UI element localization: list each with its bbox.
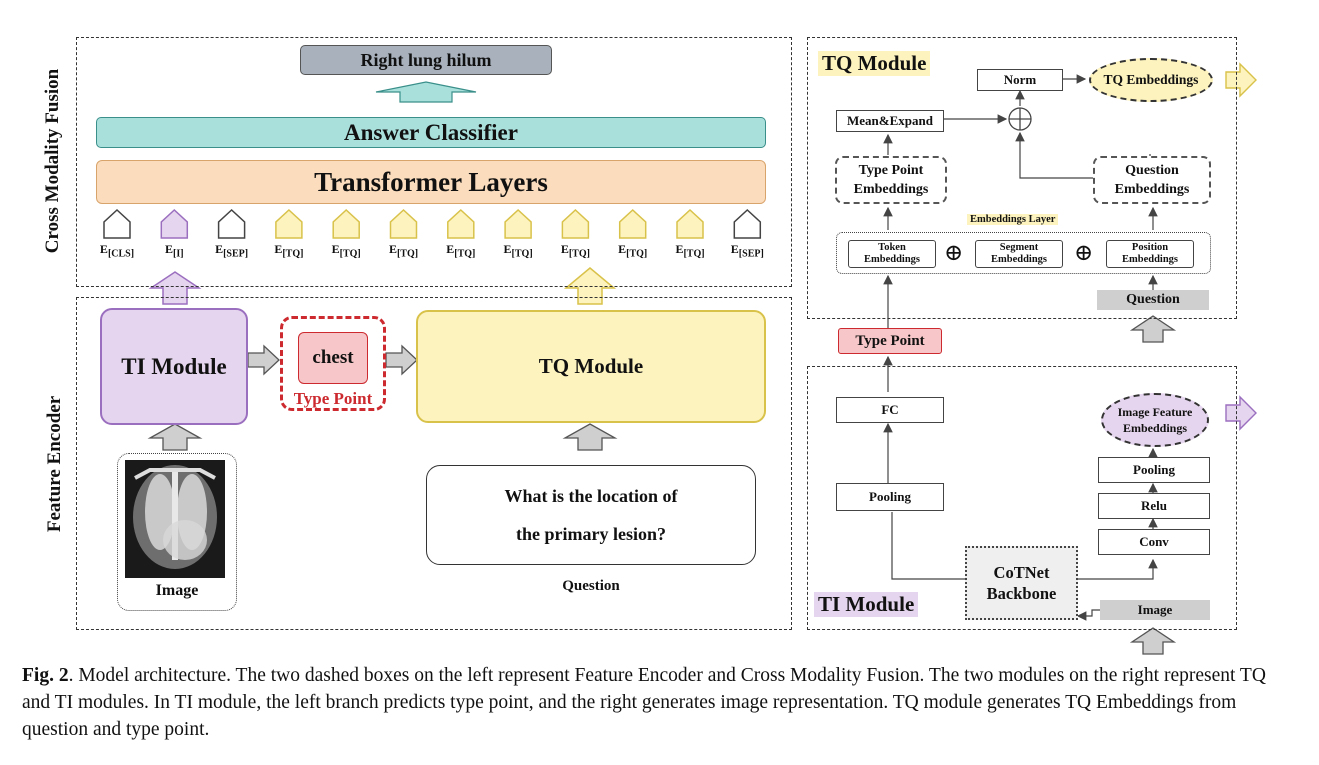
token-embeddings-box: Token Embeddings — [848, 240, 936, 268]
question-up-arrow — [562, 423, 618, 451]
ti-to-chest-arrow — [247, 344, 280, 376]
cross-modality-fusion-panel — [76, 37, 792, 287]
tq-module-panel — [807, 37, 1237, 319]
token-pentagon — [332, 208, 360, 239]
figure-caption: Fig. 2. Model architecture. The two dash… — [22, 662, 1292, 743]
answer-up-arrow — [375, 81, 477, 103]
embeddings-layer-label: Embeddings Layer — [967, 214, 1059, 225]
mean-expand-box: Mean&Expand — [836, 110, 944, 132]
tq-question-box: Question — [1097, 290, 1209, 310]
token-pentagon — [160, 208, 189, 239]
chest-to-tq-arrow — [385, 344, 418, 376]
ti-image-up-arrow — [1129, 627, 1177, 655]
question-label: Question — [562, 578, 620, 594]
relu-box: Relu — [1098, 493, 1210, 519]
token-label: E[TQ] — [560, 242, 590, 260]
token-pentagon — [676, 208, 704, 239]
image-up-arrow — [147, 423, 203, 451]
image-dotted-frame — [117, 453, 237, 611]
type-point-dashed-box — [280, 316, 386, 411]
conv-box: Conv — [1098, 529, 1210, 555]
token-pentagon — [217, 208, 246, 239]
answer-classifier-box: Answer Classifier — [96, 117, 766, 148]
token-pentagon — [733, 208, 762, 239]
question-line-2: the primary lesion? — [516, 524, 666, 544]
token-pentagon — [389, 208, 418, 239]
image-label: Image — [155, 582, 199, 599]
question-embeddings-box: Question Embeddings — [1093, 156, 1211, 204]
ti-module-title: TI Module — [814, 592, 919, 617]
token-label: E[TQ] — [675, 242, 705, 260]
cross-modality-fusion-label: Cross Modality Fusion — [42, 68, 63, 254]
question-box — [426, 465, 756, 565]
fc-box: FC — [836, 397, 944, 423]
type-point-label: Type Point — [293, 389, 373, 408]
caption-fig-label: Fig. 2 — [22, 665, 69, 686]
token-pentagon — [504, 208, 532, 239]
ti-out-arrow — [1225, 395, 1257, 431]
token-embeddings-line1: Token — [878, 242, 906, 253]
token-label: E[SEP] — [215, 242, 249, 260]
norm-box: Norm — [977, 69, 1063, 91]
token-pentagon — [561, 208, 590, 239]
question-embeddings-line1: Question — [1125, 163, 1179, 178]
answer-box: Right lung hilum — [300, 45, 552, 75]
token-embeddings-line2: Embeddings — [863, 254, 921, 265]
image-feature-line2: Embeddings — [1122, 421, 1188, 435]
ti-module-box: TI Module — [100, 308, 248, 425]
backbone-line2: Backbone — [986, 584, 1057, 603]
embeddings-layer-frame — [836, 232, 1211, 274]
feature-encoder-label: Feature Encoder — [44, 395, 65, 533]
position-embeddings-line2: Embeddings — [1121, 254, 1179, 265]
segment-embeddings-line1: Segment — [999, 242, 1039, 253]
token-label: E[TQ] — [331, 242, 361, 260]
tq-module-box: TQ Module — [416, 310, 766, 423]
tq-module-title: TQ Module — [818, 51, 931, 76]
tq-out-arrow — [1225, 62, 1257, 98]
question-line-1: What is the location of — [504, 486, 678, 506]
tq-embeddings-ellipse: TQ Embeddings — [1089, 58, 1213, 102]
token-pentagon — [275, 208, 303, 239]
token-label: E[I] — [165, 242, 184, 260]
type-point-embeddings-line1: Type Point — [858, 163, 924, 178]
ti-module-panel — [807, 366, 1237, 630]
chest-xray-image — [125, 460, 225, 578]
image-feature-embeddings-ellipse: Image Feature Embeddings — [1101, 393, 1209, 447]
type-point-embeddings-line2: Embeddings — [853, 182, 929, 197]
type-point-link-box: Type Point — [838, 328, 942, 354]
token-label: E[SEP] — [730, 242, 764, 260]
token-label: E[TQ] — [388, 242, 419, 260]
image-feature-line1: Image Feature — [1117, 405, 1193, 419]
token-label: E[TQ] — [274, 242, 304, 260]
token-label: E[CLS] — [99, 242, 135, 260]
token-pentagon — [447, 208, 475, 239]
token-label: E[TQ] — [503, 242, 533, 260]
question-embeddings-line2: Embeddings — [1114, 182, 1190, 197]
segment-embeddings-line2: Embeddings — [990, 254, 1048, 265]
pooling-left-box: Pooling — [836, 483, 944, 511]
chest-box: chest — [298, 332, 368, 384]
token-label: E[TQ] — [618, 242, 648, 260]
position-embeddings-line1: Position — [1131, 242, 1169, 253]
caption-text: . Model architecture. The two dashed box… — [22, 665, 1266, 740]
token-pentagons — [103, 208, 762, 239]
pooling-right-box: Pooling — [1098, 457, 1210, 483]
token-pentagon — [103, 208, 131, 239]
transformer-layers-box: Transformer Layers — [96, 160, 766, 204]
backbone-line1: CoTNet — [993, 563, 1050, 582]
cotnet-backbone-box: CoTNet Backbone — [965, 546, 1078, 620]
position-embeddings-box: Position Embeddings — [1106, 240, 1194, 268]
segment-embeddings-box: Segment Embeddings — [975, 240, 1063, 268]
ti-image-box: Image — [1100, 600, 1210, 620]
plus-icon: ⊕ — [944, 240, 964, 265]
feature-encoder-panel — [76, 297, 792, 630]
token-label: E[TQ] — [446, 242, 476, 260]
plus-icon: ⊕ — [1074, 240, 1094, 265]
token-pentagon — [618, 208, 647, 239]
type-point-embeddings-box: Type Point Embeddings — [835, 156, 947, 204]
tq-question-up-arrow — [1129, 315, 1177, 343]
ti-up-arrow — [148, 271, 202, 305]
